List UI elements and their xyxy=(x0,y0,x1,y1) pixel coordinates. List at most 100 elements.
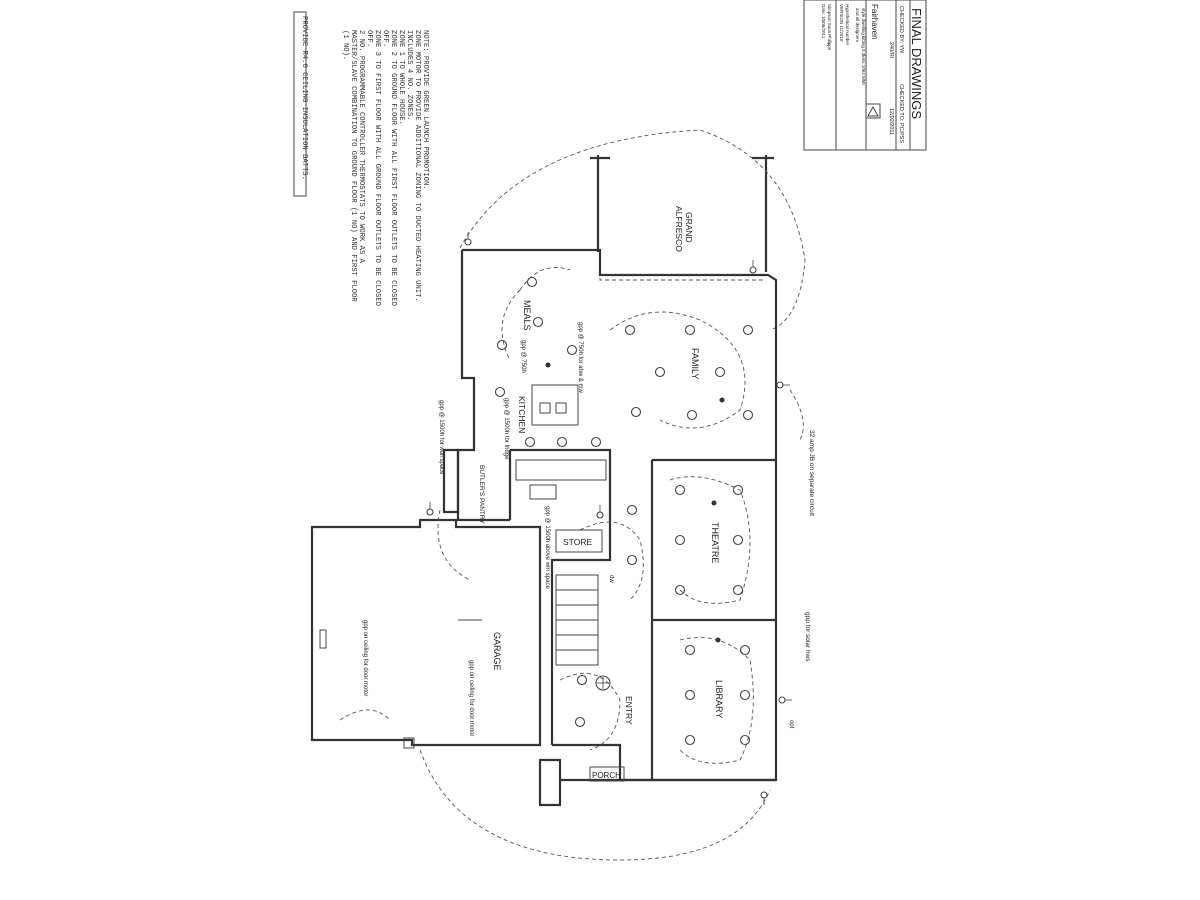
downlight-icon xyxy=(630,406,642,418)
annotations: gpp @ 750h for ahw & mw gpp @ 750h gpp @… xyxy=(362,322,815,736)
title-line-3: Hypothetical number xyxy=(845,4,850,46)
switch-icon xyxy=(776,381,790,389)
switch-icon xyxy=(596,505,604,519)
downlight-icon xyxy=(739,644,751,656)
downlight-icon xyxy=(654,366,666,378)
room-label-porch: PORCH xyxy=(592,771,621,780)
downlight-icon xyxy=(714,366,726,378)
downlight-icon xyxy=(576,674,588,686)
annotation-gpo-wall: gpp @ 1500h for wall space xyxy=(438,400,444,475)
note-line-3: INCLUDES 4 NO. ZONES. xyxy=(405,30,413,121)
downlight-icon xyxy=(574,716,586,728)
downlight-icon xyxy=(684,644,696,656)
downlight-icon xyxy=(566,344,578,356)
title-heading: FINAL DRAWINGS xyxy=(909,8,924,119)
garage xyxy=(310,518,542,749)
annotation-solar: gpp for solar hws xyxy=(804,612,811,662)
staircase xyxy=(555,574,599,666)
checked-to: CHECKED TO: PC/PSS xyxy=(898,84,904,143)
room-label-theatre: THEATRE xyxy=(710,522,720,563)
downlight-icon xyxy=(532,316,544,328)
note-line-2: ZONE MOTOR TO PROVIDE ADDITIONAL ZONING … xyxy=(413,30,421,302)
room-label-family: FAMILY xyxy=(690,348,700,379)
garage-door-motor-icon xyxy=(319,629,327,649)
store-room xyxy=(555,529,603,553)
downlight-icon xyxy=(624,324,636,336)
annotation-separate-circuit: 32 amp JB on separate circuit xyxy=(808,430,815,516)
downlight-icon xyxy=(742,409,754,421)
annotation-gpo-kitchen: gpp @ 750h xyxy=(520,340,526,373)
switch-icon xyxy=(749,260,757,274)
downlight-icon xyxy=(590,436,602,448)
room-labels: MEALS FAMILY KITCHEN BUTLER'S PANTRY STO… xyxy=(478,300,724,780)
room-label-kitchen: KITCHEN xyxy=(517,396,527,433)
annotation-dw: dw xyxy=(608,575,614,583)
company-name: Fairhaven xyxy=(870,4,879,40)
annotation-gpo-fridge: gpp @ 1500h for fridge xyxy=(503,398,509,460)
smoke-detector-icon xyxy=(545,362,551,368)
room-label-entry: ENTRY xyxy=(624,696,634,725)
downlight-icon xyxy=(626,504,638,516)
title-line-4: VERSION 11/2010 xyxy=(839,4,844,42)
room-label-store: STORE xyxy=(563,537,592,547)
title-line-6: Date: 10/05/2011 xyxy=(821,4,826,39)
room-label-garage: GARAGE xyxy=(492,632,502,671)
title-block: FINAL DRAWINGS CHECKED BY: YW CHECKED TO… xyxy=(803,0,927,151)
downlight-icon xyxy=(739,689,751,701)
annotation-garage-door-1: gpp on ceiling for door motor xyxy=(468,660,474,736)
downlight-icon xyxy=(732,484,744,496)
downlight-icon xyxy=(732,534,744,546)
room-label-alfresco-2: ALFRESCO xyxy=(674,206,684,252)
note-line-1: NOTE: PROVIDE GREEN LAUNCH PROMOTION. xyxy=(421,30,429,190)
wiring-runs xyxy=(339,267,804,861)
downlight-icon xyxy=(674,584,686,596)
kitchen-island xyxy=(515,384,607,500)
room-label-meals: MEALS xyxy=(522,300,532,331)
switch-icon xyxy=(464,232,472,246)
insulation-note: PROVIDE R4.0 CEILING INSULATION BATTS. xyxy=(300,16,308,180)
insulation-note-box xyxy=(293,11,307,197)
note-line-10: MASTER/SLAVE COMBINATION TO GROUND FLOOR… xyxy=(349,30,357,302)
smoke-detector-icon xyxy=(711,500,717,506)
annotation-gpo-above: gpp @ 1500h above wm space xyxy=(544,506,550,589)
switch-icon xyxy=(760,791,768,805)
note-line-8: OFF. xyxy=(365,30,373,47)
note-line-6: OFF. xyxy=(381,30,389,47)
note-line-11: (1 NO). xyxy=(341,30,349,60)
downlight-icon xyxy=(684,324,696,336)
room-label-library: LIBRARY xyxy=(714,680,724,718)
ref-code: 12/02/2011 xyxy=(888,108,894,135)
note-line-4: ZONE 1 TO WHOLE HOUSE. xyxy=(397,30,405,125)
downlight-icon xyxy=(556,436,568,448)
downlight-icon xyxy=(674,484,686,496)
downlight-icon xyxy=(674,534,686,546)
downlight-icon xyxy=(496,339,508,351)
downlight-icon xyxy=(742,324,754,336)
date-code: 240/RI xyxy=(888,42,894,59)
company-logo-icon xyxy=(865,103,881,119)
downlight-icon xyxy=(684,689,696,701)
downlight-icon xyxy=(686,409,698,421)
exhaust-fan-icon xyxy=(595,675,611,691)
note-line-5: ZONE 2 TO GROUND FLOOR WITH ALL FIRST FL… xyxy=(389,30,397,306)
title-line-2: and all designers xyxy=(855,8,860,43)
downlight-icon xyxy=(684,734,696,746)
smoke-detector-icon xyxy=(715,637,721,643)
notes-block: NOTE: PROVIDE GREEN LAUNCH PROMOTION. ZO… xyxy=(293,11,429,306)
downlight-icon xyxy=(732,584,744,596)
switch-icon xyxy=(778,696,792,704)
downlight-icon xyxy=(626,554,638,566)
checked-by: CHECKED BY: YW xyxy=(898,6,904,54)
annotation-gpo-meals: gpp @ 750h for ahw & mw xyxy=(577,322,583,393)
light-fittings xyxy=(494,276,754,746)
downlight-icon xyxy=(524,436,536,448)
room-label-butlers: BUTLER'S PANTRY xyxy=(478,465,485,524)
switch-symbols xyxy=(426,232,792,805)
note-line-9: 2 NO. PROGRAMMABLE CONTROLLER THERMOSTAT… xyxy=(357,30,365,264)
switch-icon xyxy=(426,502,434,516)
annotation-garage-door-2: gpp on ceiling for door motor xyxy=(362,620,368,696)
annotation-opt: opt xyxy=(788,720,794,729)
downlight-icon xyxy=(494,386,506,398)
alfresco-area: GRAND ALFRESCO xyxy=(459,129,806,331)
